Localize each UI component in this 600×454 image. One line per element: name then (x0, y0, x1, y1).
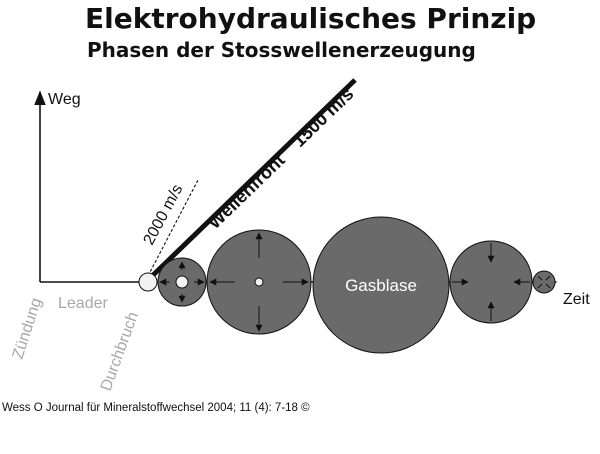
gas-bubble (312, 216, 450, 354)
bubble-phase-5 (532, 270, 556, 294)
y-axis-label: Weg (48, 91, 81, 108)
gas-bubble-label: Gasblase (345, 276, 417, 295)
wavefront-speed: 1500 m/s (289, 84, 358, 151)
phase-leader-label: Leader (58, 295, 108, 312)
initial-speed-line (147, 179, 199, 277)
collapse-mark (545, 283, 551, 289)
page-title: Elektrohydraulisches Prinzip (85, 2, 536, 35)
wavefront-line (146, 78, 357, 282)
breakdown-spark (138, 272, 158, 292)
collapse-mark (545, 275, 551, 281)
wavefront-label: Wellenfront (204, 150, 289, 233)
collapse-mark (537, 283, 543, 289)
bubble-core-1 (175, 275, 189, 289)
phase-ignition-label: Zündung (10, 296, 46, 361)
initial-speed-label: 2000 m/s (141, 182, 187, 248)
bubble-phase-4 (449, 240, 533, 324)
page-subtitle: Phasen der Stosswellenerzeugung (87, 38, 476, 62)
bubble-core-2 (254, 277, 264, 287)
x-axis-label: Zeit (563, 291, 590, 308)
source-credit: Wess O Journal für Mineralstoffwechsel 2… (2, 402, 310, 414)
phase-breakdown-label: Durchbruch (98, 310, 142, 394)
collapse-mark (537, 275, 543, 281)
